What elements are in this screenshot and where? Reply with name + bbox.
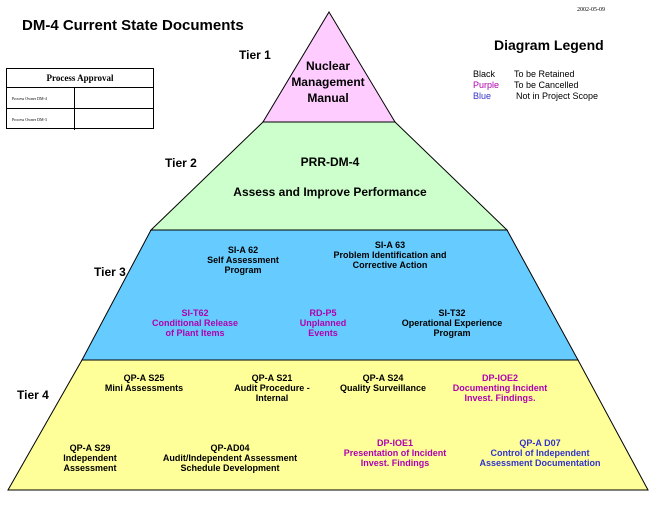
legend-swatch: Black (473, 69, 496, 79)
node-dp-ioe1: DP-IOE1 Presentation of Incident Invest.… (330, 438, 460, 468)
node-dp-ioe2: DP-IOE2 Documenting Incident Invest. Fin… (440, 373, 560, 403)
node-code: RD-P5 (309, 308, 337, 318)
node-code: QP-AD04 (210, 443, 250, 453)
node-line: Assessment (63, 463, 117, 473)
node-line: Presentation of Incident (343, 448, 447, 458)
node-code: SI-T62 (181, 308, 209, 318)
node-qp-a-s24: QP-A S24 Quality Surveillance (333, 373, 433, 393)
node-code: QP-A S25 (123, 373, 165, 383)
node-code: SI-T32 (438, 308, 466, 318)
node-rd-p5: RD-P5 Unplanned Events (283, 308, 363, 338)
approval-row: Process Owner DM-4 (7, 88, 153, 109)
node-line: Invest. Findings (360, 458, 430, 468)
node-line: Assessment Documentation (479, 458, 601, 468)
tier-2-document-code: PRR-DM-4 (300, 155, 360, 169)
tier-2-document-title: Assess and Improve Performance (233, 185, 427, 199)
node-line: Program (433, 328, 471, 338)
approval-row: Process Owner DM-3 (7, 109, 153, 130)
node-line: Audit/Independent Assessment (162, 453, 298, 463)
legend-swatch: Blue (473, 91, 492, 101)
node-code: QP-A S21 (251, 373, 293, 383)
node-qp-ad04: QP-AD04 Audit/Independent Assessment Sch… (160, 443, 300, 473)
node-line: Program (224, 265, 262, 275)
node-code: SI-A 62 (227, 245, 259, 255)
legend-swatch: Purple (473, 80, 500, 90)
node-qp-a-s25: QP-A S25 Mini Assessments (94, 373, 194, 393)
node-line: Documenting Incident (452, 383, 548, 393)
tier-1-document: Nuclear Management Manual (278, 58, 378, 106)
node-code: DP-IOE2 (481, 373, 518, 383)
legend-title: Diagram Legend (494, 37, 604, 53)
node-line: Self Assessment (207, 255, 279, 265)
node-line: Operational Experience (401, 318, 503, 328)
node-line: Audit Procedure - (234, 383, 310, 393)
node-line: Nuclear (305, 59, 351, 73)
node-si-t32: SI-T32 Operational Experience Program (387, 308, 517, 338)
node-si-a-62: SI-A 62 Self Assessment Program (193, 245, 293, 275)
node-line: Events (308, 328, 338, 338)
node-line: Corrective Action (352, 260, 428, 270)
tier-2-label: Tier 2 (165, 156, 197, 170)
node-line: Management (291, 75, 365, 89)
node-line: Manual (307, 91, 349, 105)
tier-1-band (262, 11, 396, 123)
node-line: Schedule Development (180, 463, 280, 473)
node-code: QP-A S29 (69, 443, 111, 453)
page-title: DM-4 Current State Documents (22, 17, 244, 34)
node-line: Independent (63, 453, 117, 463)
node-si-t62: SI-T62 Conditional Release of Plant Item… (135, 308, 255, 338)
node-line: Control of Independent (490, 448, 590, 458)
tier-3-label: Tier 3 (94, 265, 126, 279)
node-line: Unplanned (299, 318, 347, 328)
node-code: QP-A S24 (362, 373, 404, 383)
tier-1-label: Tier 1 (239, 48, 271, 62)
node-line: Mini Assessments (104, 383, 184, 393)
approval-row-label: Process Owner DM-4 (7, 88, 75, 108)
node-qp-a-d07: QP-A D07 Control of Independent Assessme… (470, 438, 610, 468)
approval-row-label: Process Owner DM-3 (7, 109, 75, 130)
node-line: Quality Surveillance (339, 383, 427, 393)
process-approval-table: Process Approval Process Owner DM-4 Proc… (6, 68, 154, 130)
tier-4-label: Tier 4 (17, 388, 49, 402)
node-line: Conditional Release (151, 318, 239, 328)
node-qp-a-s21: QP-A S21 Audit Procedure - Internal (222, 373, 322, 403)
node-line: of Plant Items (165, 328, 225, 338)
document-date: 2002-05-09 (577, 7, 605, 13)
tier-2-band (149, 121, 509, 231)
approval-header: Process Approval (7, 69, 153, 88)
legend-desc: Not in Project Scope (516, 91, 599, 101)
legend-desc: To be Cancelled (514, 80, 579, 90)
node-code: SI-A 63 (374, 240, 406, 250)
node-line: Problem Identification and (333, 250, 447, 260)
node-line: Invest. Findings. (464, 393, 536, 403)
node-si-a-63: SI-A 63 Problem Identification and Corre… (320, 240, 460, 270)
node-code: QP-A D07 (519, 438, 561, 448)
node-code: DP-IOE1 (376, 438, 413, 448)
node-qp-a-s29: QP-A S29 Independent Assessment (50, 443, 130, 473)
node-line: Internal (255, 393, 289, 403)
legend-desc: To be Retained (514, 69, 575, 79)
